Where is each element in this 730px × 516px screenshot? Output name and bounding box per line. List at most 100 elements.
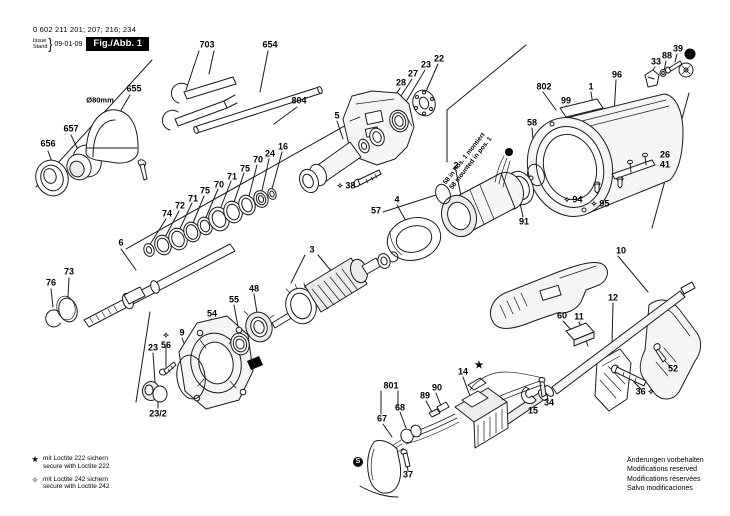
part-handle-shell-10 [490, 261, 608, 329]
callout-52: 52 [667, 363, 679, 374]
part-screw-56 [159, 361, 177, 376]
issue-stand-labels: Issue Stand [33, 38, 47, 51]
part-rod-654 [193, 86, 323, 134]
callout-80mm: Ø80mm [86, 95, 114, 105]
callout-34: 34 [543, 397, 555, 408]
callout-4: 4 [394, 194, 400, 205]
part-screw-52 [653, 343, 667, 363]
part-bearing-flange-54 [178, 315, 254, 410]
callout-76: 76 [45, 277, 57, 288]
callout-28: 28 [395, 77, 407, 88]
callout-75: 75 [239, 163, 251, 174]
part-grommet-67-68 [367, 424, 422, 468]
callout-56: ✧56 [161, 332, 171, 350]
part-cover-plate [359, 439, 402, 498]
callout-2: 2 [453, 160, 459, 171]
callout-S: S [353, 457, 363, 467]
part-switch-14 [454, 377, 509, 449]
callout-90: 90 [431, 382, 443, 393]
callout-3: 3 [309, 244, 315, 255]
callout-60: 60 [556, 310, 568, 321]
callout-22: 22 [433, 53, 445, 64]
callout-36: 36✧ [635, 386, 655, 397]
callout-16: 16 [277, 141, 289, 152]
callout-12: 12 [607, 292, 619, 303]
callout-654: 654 [262, 39, 278, 50]
callout-27: 27 [407, 68, 419, 79]
callout-70: 70 [252, 154, 264, 165]
part-switch-block-60 [565, 322, 595, 347]
callout-68: 68 [394, 402, 406, 413]
issue-block: Issue Stand } 09-01-09 Fig./Abb. 1 [33, 35, 149, 53]
part-wrench-set-703 [161, 76, 238, 131]
callout-88: 88 [661, 50, 673, 61]
part-field-2 [440, 148, 525, 238]
callout-95: ✧95 [590, 198, 610, 209]
loctite-diamond-icon: ✧ [162, 331, 170, 340]
part-handle-shell-12 [594, 299, 702, 412]
callout-804: 804 [291, 95, 307, 106]
callout-48: 48 [248, 283, 260, 294]
callout-75: 75 [199, 185, 211, 196]
callout-58: 58 [526, 117, 538, 128]
part-oring-9 [176, 354, 206, 400]
part-knob-23 [142, 381, 168, 403]
brace-glyph: } [48, 35, 53, 53]
part-flange-nut-657 [66, 144, 102, 181]
callout-74: 74 [161, 208, 173, 219]
callout-9: 9 [179, 327, 185, 338]
callout-number: 94 [572, 194, 583, 205]
part-ring-stack-70-75 [143, 188, 277, 257]
callout-number: 36 [635, 386, 646, 397]
rights-en: Modifications reserved [627, 466, 698, 474]
part-guard-655 [85, 109, 148, 181]
callout-number: 95 [599, 198, 610, 209]
callout-57: 57 [370, 205, 382, 216]
part-bracket-33-88-39 [644, 48, 696, 88]
callout-15: 15 [527, 405, 539, 416]
loctite-legend: ★ mit Loctite 222 sichern secure with Lo… [30, 455, 109, 496]
callout-37: 37 [402, 469, 414, 480]
legend-242-de: mit Loctite 242 sichern [43, 475, 109, 483]
callout-655: 655 [126, 83, 142, 94]
rights-fr: Modifications réservées [627, 475, 701, 483]
callout-6: 6 [118, 237, 124, 248]
part-oring-57 [435, 183, 451, 205]
callout-26: 26 [659, 149, 671, 160]
callout-5: 5 [334, 110, 340, 121]
callout-71: 71 [187, 193, 199, 204]
stand-label: Stand [33, 44, 48, 50]
part-bearing-stack-22-28 [358, 89, 436, 154]
callout-41: 41 [659, 159, 671, 170]
part-ring-4 [386, 217, 442, 261]
part-circlip-76 [45, 309, 61, 328]
callout-10: 10 [615, 245, 627, 256]
callout-number: 56 [160, 340, 172, 350]
callout-802: 802 [536, 81, 552, 92]
callout-1: 1 [588, 81, 594, 92]
callout-11: 11 [574, 311, 584, 322]
rights-de: Änderungen vorbehalten [627, 457, 704, 464]
wiring-harness [401, 371, 545, 445]
callout-33: 33 [650, 56, 662, 67]
part-ring-656 [35, 159, 69, 197]
issue-date: 09-01-09 [54, 40, 83, 48]
part-spindle-6 [83, 243, 236, 328]
callout-99: 99 [560, 95, 572, 106]
part-holder-48 [243, 310, 275, 370]
loctite-diamond-icon: ✧ [590, 199, 598, 209]
callout-89: 89 [419, 390, 431, 401]
part-pins-94-95 [593, 176, 624, 194]
callout-24: 24 [264, 148, 276, 159]
callout-72: 72 [174, 200, 186, 211]
part-screw-37 [400, 449, 411, 468]
callout-23: 23 [420, 59, 432, 70]
callout-38: ✧38 [337, 181, 356, 191]
callout-232: 23/2 [149, 408, 167, 419]
part-armature-3 [271, 251, 399, 329]
callout-55: 55 [228, 294, 240, 305]
legend-222-en: secure with Loctite 222 [43, 462, 110, 470]
callout-39: 39 [672, 43, 684, 54]
callout-: ★ [474, 360, 484, 371]
